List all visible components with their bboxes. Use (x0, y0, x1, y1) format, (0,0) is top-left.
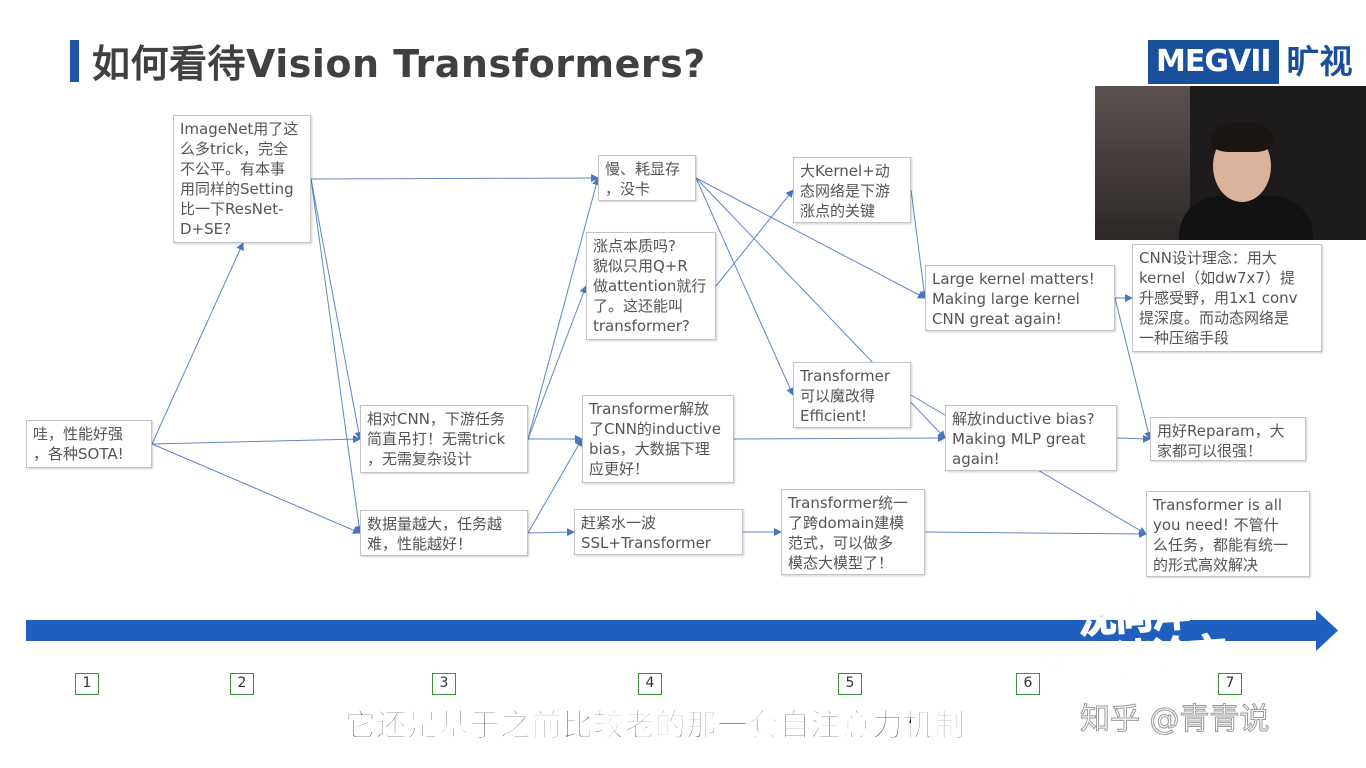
node-mlp-great-again: 解放inductive bias? Making MLP great again… (945, 405, 1117, 471)
timeline-tick: 7 (1218, 673, 1242, 695)
edge-n2-n5 (310, 174, 599, 183)
edge-n11-n16 (924, 529, 1147, 538)
logo-cn: 旷视 (1286, 42, 1353, 81)
edge-n3-n6 (527, 285, 588, 440)
node-essence-question: 涨点本质吗? 貌似只用Q+R 做attention就行 了。这还能叫 trans… (586, 232, 716, 340)
edge-n4-n7 (527, 438, 583, 534)
source-watermark: 知乎 @青青说 (1080, 702, 1271, 738)
node-more-data-better: 数据量越大，任务越 难，性能越好！ (360, 510, 528, 556)
webcam-background (1095, 86, 1190, 240)
edge-n4-n8 (527, 528, 575, 537)
timeline-shaft (26, 620, 1316, 641)
title-accent-bar (70, 40, 79, 82)
edge-n1-n2 (151, 242, 244, 445)
edge-n9-n12 (910, 189, 929, 299)
timeline-tick: 5 (838, 673, 862, 695)
logo-brand: MEGVII (1148, 40, 1279, 84)
node-efficient-transformer: Transformer 可以魔改得 Efficient! (793, 362, 911, 428)
node-large-kernel-dynamic: 大Kernel+动 态网络是下游 涨点的关键 (793, 157, 911, 223)
edge-n1-n3 (151, 435, 361, 445)
node-cnn-design-philosophy: CNN设计理念：用大 kernel（如dw7x7）提 升感受野，用1x1 con… (1132, 244, 1322, 352)
page-title: 如何看待Vision Transformers? (92, 42, 706, 86)
node-transformer-all-you-need: Transformer is all you need! 不管什 么任务，都能有… (1146, 491, 1310, 577)
edge-n2-n4 (310, 178, 364, 534)
node-imagenet-tricks: ImageNet用了这 么多trick，完全 不公平。有本事 用同样的Setti… (173, 115, 311, 243)
edge-n5-n12 (695, 177, 926, 299)
edge-n13-n15 (1116, 434, 1151, 443)
node-reparam: 用好Reparam，大 家都可以很强！ (1150, 417, 1306, 461)
timeline-tick: 3 (432, 673, 456, 695)
timeline-tick: 1 (75, 673, 99, 695)
video-subtitle: 它还是基于之前比较老的那一套自注意力机制 (345, 708, 966, 745)
edge-n6-n9 (715, 189, 794, 287)
video-watermark: 沈向洋 带你读论文 (1037, 590, 1229, 687)
node-performance-strong: 哇，性能好强 ，各种SOTA! (26, 420, 152, 468)
presenter-hair (1211, 122, 1273, 152)
node-ssl-transformer: 赶紧水一波 SSL+Transformer (574, 509, 743, 555)
node-downstream-vs-cnn: 相对CNN，下游任务 简直吊打！无需trick ，无需复杂设计 (360, 405, 528, 473)
node-slow-memory: 慢、耗显存 ，没卡 (598, 155, 696, 201)
edge-n7-n13 (733, 434, 946, 443)
timeline-tick: 6 (1016, 673, 1040, 695)
edge-n5-n10 (695, 177, 794, 396)
edge-n1-n4 (151, 443, 361, 534)
node-large-kernel-matters: Large kernel matters! Making large kerne… (925, 265, 1115, 331)
timeline-arrowhead (1316, 610, 1338, 651)
megvii-logo: MEGVII 旷视 (1148, 40, 1353, 84)
timeline-tick: 2 (230, 673, 254, 695)
node-inductive-bias-freed: Transformer解放 了CNN的inductive bias，大数据下理 … (582, 395, 734, 483)
presenter-body (1179, 196, 1313, 240)
presenter-webcam (1095, 86, 1366, 240)
edge-n12-n15 (1114, 297, 1153, 440)
timeline-tick: 4 (638, 673, 662, 695)
node-unified-paradigm: Transformer统一 了跨domain建模 范式，可以做多 模态大模型了！ (781, 489, 925, 575)
edge-n3-n5 (527, 177, 601, 440)
edge-n2-n3 (310, 178, 363, 440)
